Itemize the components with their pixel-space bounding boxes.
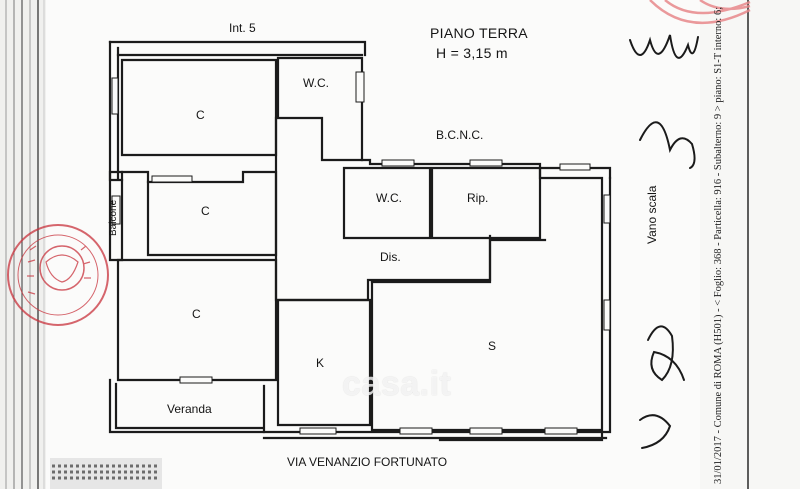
official-stamp — [7, 224, 109, 326]
wc1-label: W.C. — [303, 76, 329, 90]
soggiorno-label: S — [488, 339, 497, 353]
bottom-strip — [50, 458, 162, 489]
watermark-text: casa.it — [342, 365, 452, 403]
veranda-label: Veranda — [167, 402, 212, 416]
signatures — [629, 34, 699, 449]
ceiling-height: H = 3,15 m — [436, 45, 508, 61]
wc2-label: W.C. — [376, 191, 402, 205]
room-c2-label: C — [201, 204, 210, 218]
openings — [111, 71, 611, 435]
right-margin — [700, 0, 800, 489]
ripostiglio-label: Rip. — [467, 191, 489, 205]
room-c3-label: C — [192, 307, 201, 321]
corner-stamp — [649, 0, 751, 25]
floor-title: PIANO TERRA — [430, 25, 528, 41]
cucina-label: K — [316, 356, 325, 370]
unit-number: Int. 5 — [229, 21, 256, 35]
disimpegno-label: Dis. — [380, 250, 401, 264]
balcone-label: Balcone — [108, 199, 119, 236]
bcnc-label: B.C.N.C. — [436, 128, 484, 142]
cadastral-note: 31/01/2017 - Comune di ROMA (H501) - < F… — [713, 6, 724, 484]
room-c1-label: C — [196, 108, 205, 122]
binding-edge — [0, 0, 46, 489]
street-name: VIA VENANZIO FORTUNATO — [287, 455, 448, 469]
vano-scala-label: Vano scala — [645, 185, 659, 244]
